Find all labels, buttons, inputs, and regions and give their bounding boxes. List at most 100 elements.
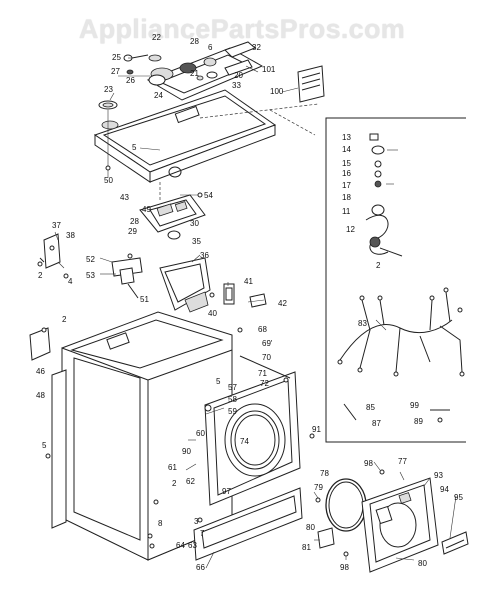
leader-lines xyxy=(54,57,457,569)
callout-25: 25 xyxy=(112,53,121,62)
callout-36: 36 xyxy=(200,251,209,260)
callout-78: 78 xyxy=(320,469,329,478)
callout-95: 95 xyxy=(454,493,463,502)
callout-32: 32 xyxy=(252,43,261,52)
callout-57: 57 xyxy=(228,383,237,392)
callout-2-cord: 2 xyxy=(376,261,381,270)
callout-71: 71 xyxy=(258,369,267,378)
front-panel-70 xyxy=(204,371,301,506)
callout-5-top: 5 xyxy=(132,143,137,152)
callout-79: 79 xyxy=(314,483,323,492)
callout-62: 62 xyxy=(186,477,195,486)
knob-parts xyxy=(123,54,218,86)
watermark: AppliancePartsPros.com xyxy=(78,14,406,44)
screws xyxy=(37,192,385,557)
callout-58: 58 xyxy=(228,395,237,404)
callout-16: 16 xyxy=(342,169,351,178)
hinge-81 xyxy=(317,527,335,549)
control-console xyxy=(146,41,264,101)
callout-17: 17 xyxy=(342,181,351,190)
callout-83: 83 xyxy=(358,319,367,328)
handle-95 xyxy=(441,531,469,555)
callout-23: 23 xyxy=(104,85,113,94)
callout-42: 42 xyxy=(278,299,287,308)
wire-harness-83 xyxy=(337,287,465,377)
callout-54: 54 xyxy=(204,191,213,200)
callout-80-left: 80 xyxy=(306,523,315,532)
cabinet-body xyxy=(61,311,233,561)
callout-5-side: 5 xyxy=(42,441,47,450)
callout-7: 7 xyxy=(200,529,205,538)
callout-3: 3 xyxy=(194,517,199,526)
callout-2-hinge: 2 xyxy=(38,271,43,280)
callout-21: 21 xyxy=(190,69,199,78)
screw-99-89 xyxy=(343,403,450,423)
callout-53: 53 xyxy=(86,271,95,280)
hinge-bracket-37 xyxy=(39,233,61,269)
callout-48: 48 xyxy=(36,391,45,400)
callout-26: 26 xyxy=(126,76,135,85)
terminal-block xyxy=(369,133,398,188)
callout-4: 4 xyxy=(68,277,73,286)
callout-labels: 25 27 26 22 28 6 21 20 32 33 101 100 23 … xyxy=(36,33,463,572)
door-seal-78 xyxy=(325,478,367,532)
callout-90: 90 xyxy=(182,447,191,456)
callout-85: 85 xyxy=(366,403,375,412)
callout-5-front: 5 xyxy=(216,377,221,386)
door-switch-41 xyxy=(223,283,235,305)
callout-37: 37 xyxy=(52,221,61,230)
callout-11: 11 xyxy=(342,207,351,216)
callout-52: 52 xyxy=(86,255,95,264)
callout-66: 66 xyxy=(196,563,205,572)
callout-14: 14 xyxy=(342,145,351,154)
callout-80-right: 80 xyxy=(418,559,427,568)
callout-8: 8 xyxy=(158,519,163,528)
callout-74: 74 xyxy=(240,437,249,446)
callout-98-bottom: 98 xyxy=(340,563,349,572)
callout-24: 24 xyxy=(154,91,163,100)
power-cord xyxy=(365,204,403,257)
callout-64: 64 xyxy=(176,541,185,550)
callout-6: 6 xyxy=(208,43,213,52)
callout-63: 63 xyxy=(188,541,197,550)
callout-20: 20 xyxy=(234,71,243,80)
lint-screen-100 xyxy=(297,65,325,103)
callout-98-top: 98 xyxy=(364,459,373,468)
callout-33: 33 xyxy=(232,81,241,90)
bracket-46 xyxy=(29,327,51,361)
callout-27: 27 xyxy=(111,67,120,76)
callout-59: 59 xyxy=(228,407,237,416)
door-assembly xyxy=(361,477,439,573)
callout-101: 101 xyxy=(262,65,276,74)
callout-61: 61 xyxy=(168,463,177,472)
callout-2-front: 2 xyxy=(172,479,177,488)
callout-49: 49 xyxy=(142,205,151,214)
thermostat-bracket xyxy=(111,257,143,299)
callout-94: 94 xyxy=(440,485,449,494)
callout-38: 38 xyxy=(66,231,75,240)
callout-81: 81 xyxy=(302,543,311,552)
callout-28: 28 xyxy=(130,217,139,226)
callout-22: 22 xyxy=(152,33,161,42)
callout-13: 13 xyxy=(342,133,351,142)
callout-93: 93 xyxy=(434,471,443,480)
callout-30: 30 xyxy=(190,219,199,228)
callout-43: 43 xyxy=(120,193,129,202)
callout-70: 70 xyxy=(262,353,271,362)
callout-2-cabinet: 2 xyxy=(62,315,67,324)
top-panel xyxy=(93,89,277,183)
callout-46: 46 xyxy=(36,367,45,376)
panel-label-101 xyxy=(224,59,253,76)
callout-99: 99 xyxy=(410,401,419,410)
exhaust-duct xyxy=(159,257,211,313)
callout-69: 69' xyxy=(262,339,273,348)
callout-29: 29 xyxy=(128,227,137,236)
callout-15: 15 xyxy=(342,159,351,168)
toe-panel-66 xyxy=(193,487,303,561)
callout-18: 18 xyxy=(342,193,351,202)
control-bracket-43 xyxy=(139,194,206,240)
callout-87: 87 xyxy=(372,419,381,428)
callout-77: 77 xyxy=(398,457,407,466)
electrical-kit-box xyxy=(325,117,466,443)
